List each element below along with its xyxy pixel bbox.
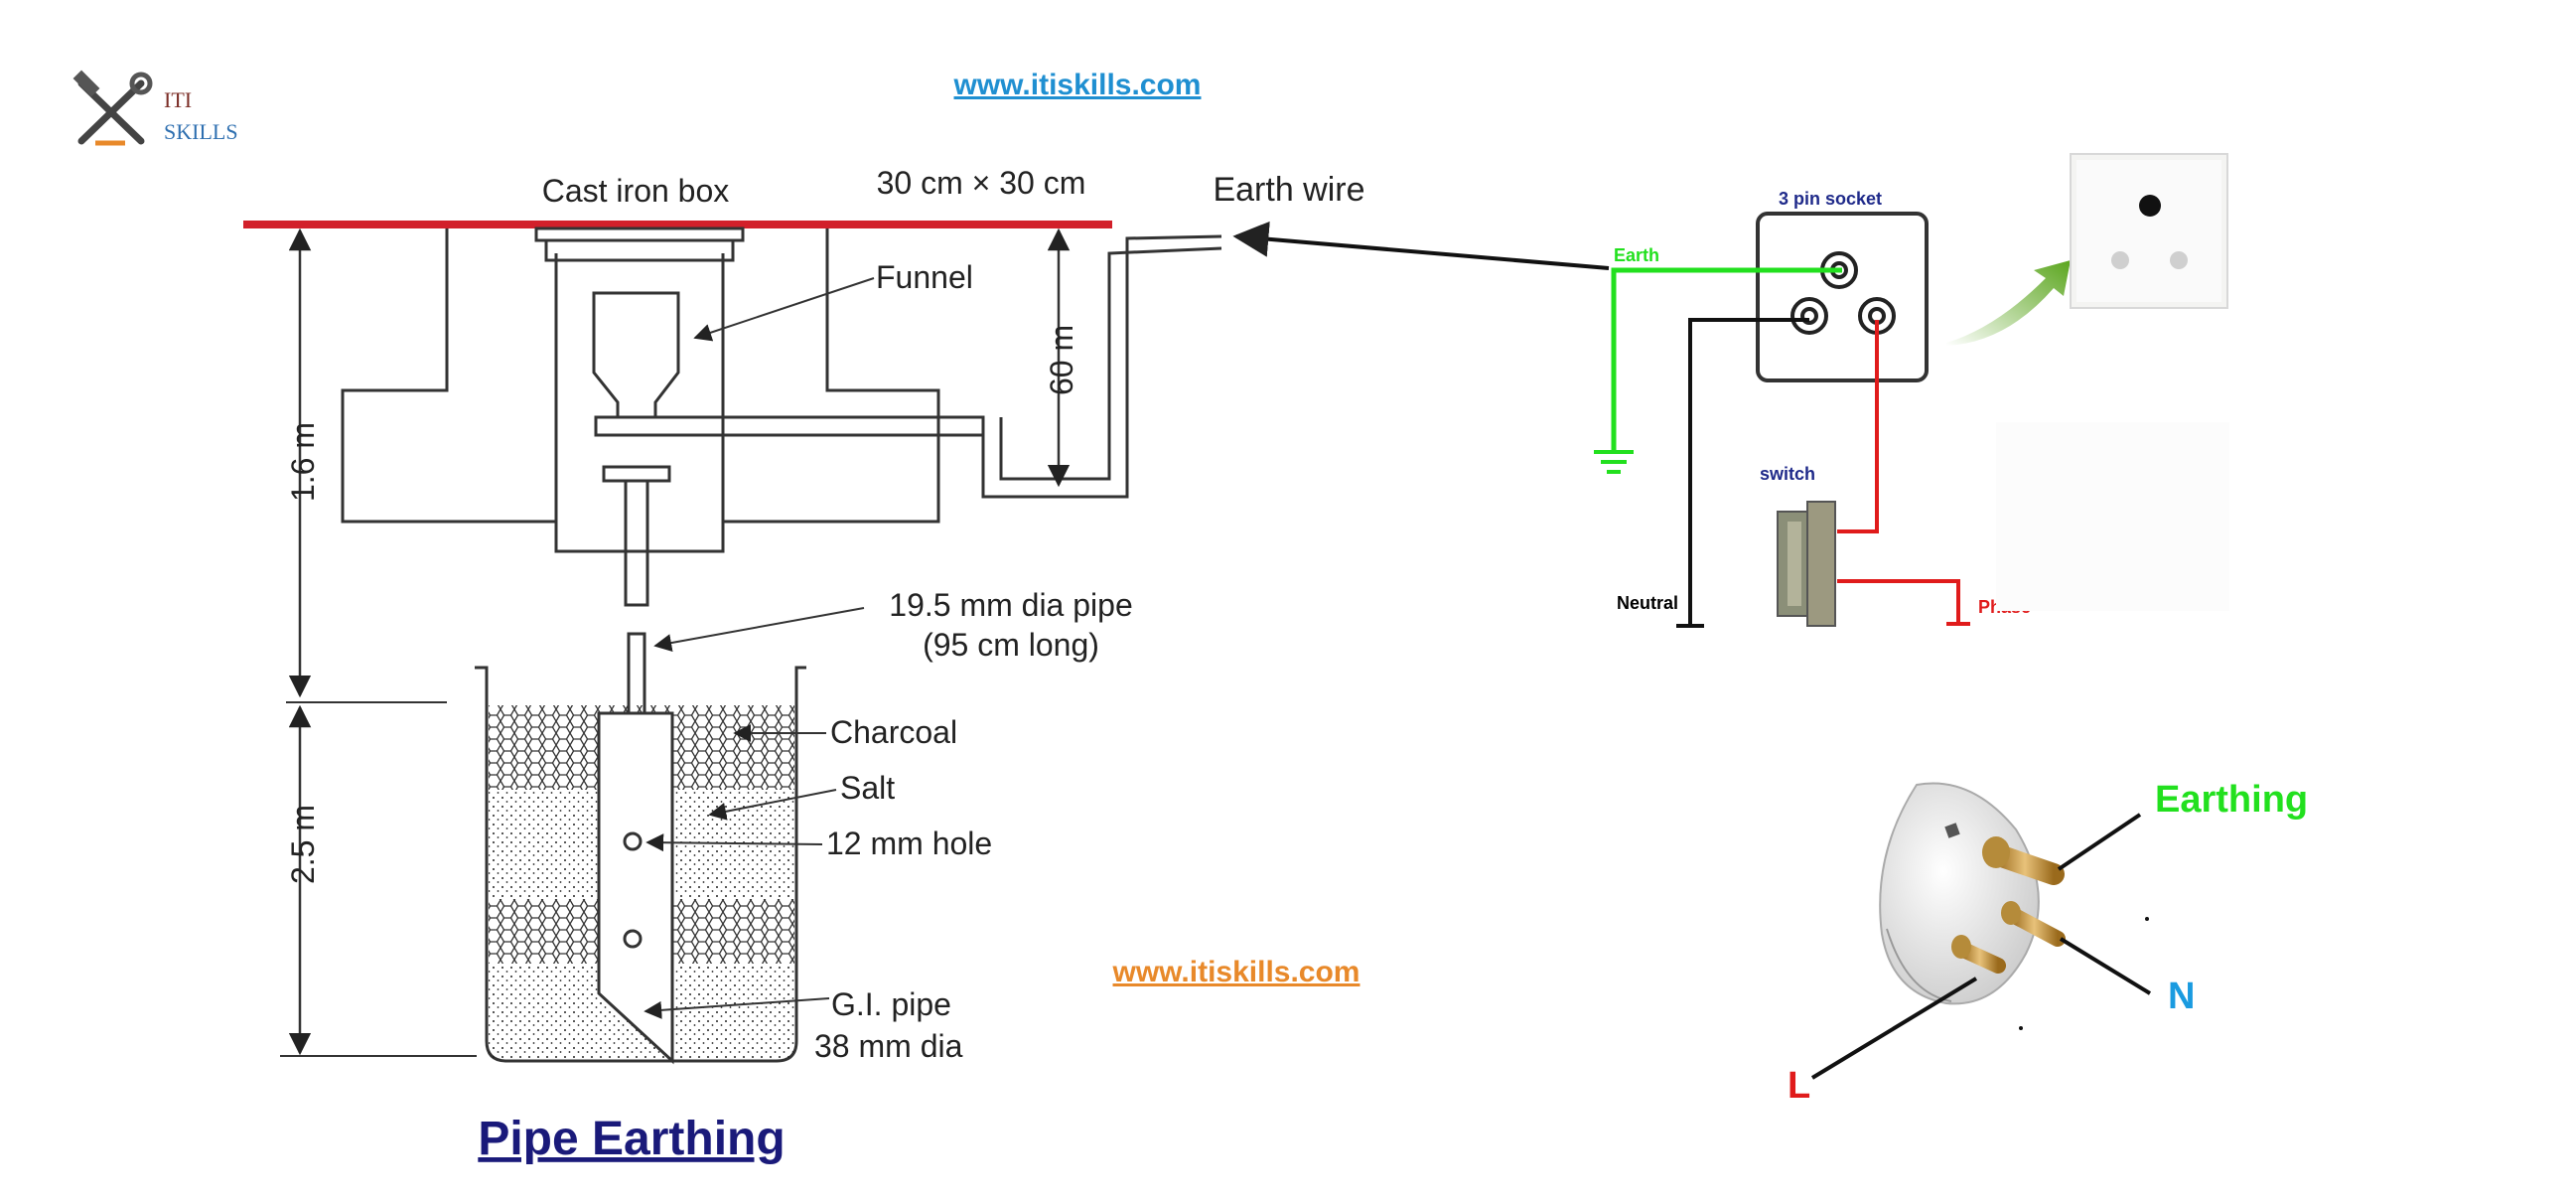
chamber-outline	[341, 228, 940, 553]
depth-2-5-label: 2.5 m	[285, 805, 321, 884]
pipe-bend-outer	[981, 234, 1222, 499]
inner-box-walls	[554, 253, 725, 551]
funnel-label: Funnel	[876, 259, 973, 295]
hammer-wrench-icon	[72, 70, 153, 146]
neutral-wire	[1688, 318, 1809, 626]
socket-box	[1756, 212, 1929, 382]
logo-line1: ITI	[164, 87, 192, 112]
depth-60-label: 60 m	[1044, 325, 1079, 395]
url-top-link[interactable]: www.itiskills.com	[953, 69, 1202, 101]
gi-pipe	[597, 711, 674, 1065]
gi-pipe-label-line1: G.I. pipe	[831, 986, 951, 1022]
socket-photo	[2070, 153, 2228, 309]
pipe-dia-label-line2: (95 cm long)	[923, 627, 1099, 663]
neutral-leader	[2059, 937, 2152, 995]
depth-1-6-label: 1.6 m	[285, 422, 321, 502]
logo: ITI SKILLS	[72, 70, 238, 146]
socket-label: 3 pin socket	[1779, 189, 1882, 209]
pipe-clamp	[602, 465, 671, 483]
earth-wire-green	[1611, 267, 1842, 452]
earth-wire-label: Earth wire	[1213, 171, 1364, 209]
earth-wire-connection	[1232, 221, 1610, 270]
logo-line2: SKILLS	[164, 119, 238, 144]
earth-label: Earth	[1614, 245, 1659, 265]
hole-1	[623, 831, 643, 851]
vertical-pipe-upper	[624, 479, 649, 607]
hole-2	[623, 929, 643, 949]
plug-n-label: N	[2168, 976, 2195, 1017]
gi-pipe-leader	[644, 997, 830, 1019]
phase-wire-lower	[1837, 579, 1960, 624]
pipe-earthing-title: Pipe Earthing	[478, 1113, 785, 1165]
phase-wire-upper	[1837, 320, 1879, 533]
salt-leader	[708, 789, 837, 821]
pipe-earthing-diagram	[243, 221, 1222, 1065]
pointer-arrow-icon	[1946, 260, 2071, 346]
pipe-diagram-labels: Cast iron box 30 cm × 30 cm Earth wire F…	[285, 165, 1365, 1064]
pipe-bend-inner	[999, 246, 1222, 481]
earthing-label: Earthing	[2155, 779, 2308, 821]
box-size-label: 30 cm × 30 cm	[877, 165, 1086, 201]
plug-l-label: L	[1788, 1065, 1810, 1107]
horizontal-pipe	[594, 415, 985, 437]
cast-iron-box-label: Cast iron box	[542, 173, 730, 209]
url-middle-link[interactable]: www.itiskills.com	[1112, 956, 1360, 988]
funnel-shape	[592, 291, 680, 419]
live-leader	[1810, 977, 1978, 1080]
ground-symbol	[1594, 450, 1634, 474]
earthing-leader	[2057, 813, 2142, 871]
cast-iron-cover	[544, 238, 735, 262]
pipe-dia-leader	[653, 607, 865, 652]
neutral-label: Neutral	[1617, 593, 1678, 613]
gi-pipe-label-line2: 38 mm dia	[814, 1028, 963, 1064]
pipe-dia-label-line1: 19.5 mm dia pipe	[889, 587, 1132, 623]
cast-iron-cap	[534, 226, 745, 242]
plug-pins	[1951, 836, 2066, 974]
plug-body	[1879, 782, 2040, 1005]
hole-leader	[645, 833, 823, 852]
charcoal-label: Charcoal	[830, 714, 957, 750]
socket-circuit: 3 pin socket Earth Neutral Phase	[1232, 189, 2031, 628]
switch-label: switch	[1760, 464, 1815, 484]
blank-panel	[1996, 422, 2229, 611]
vertical-pipe-lower	[627, 632, 646, 715]
plug-image	[1810, 782, 2152, 1080]
salt-label: Salt	[840, 770, 895, 806]
earth-pit-outline	[475, 666, 806, 1063]
funnel-leader	[693, 277, 875, 342]
switch-icon	[1777, 501, 1836, 627]
hole-label: 12 mm hole	[826, 826, 992, 861]
